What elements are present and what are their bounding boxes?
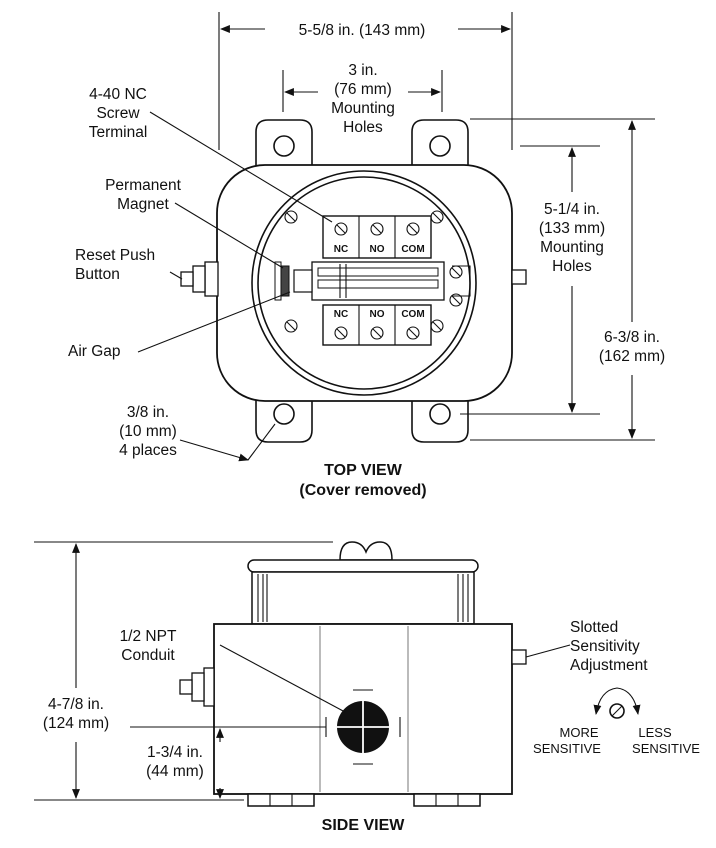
terminal-label: NO [370,244,385,255]
leader-screw-terminal [149,111,333,223]
label-reset-1: Reset Push [75,247,155,264]
permanent-magnet [280,265,290,297]
mounting-hole [429,135,451,157]
side-view: 1/2 NPT Conduit Slotted Sensitivity Adju… [34,541,700,834]
label-adjust-2: Sensitivity [570,638,640,655]
label-screw-terminal-1: 4-40 NC [89,86,147,103]
reset-button-side [203,667,215,707]
dim-mount-height-2: (133 mm) [539,220,605,237]
leader-holes [179,439,249,462]
label-screw-terminal-2: Screw [96,105,140,122]
mounting-ear [411,398,469,443]
dim-side-height-2: (124 mm) [43,715,109,732]
terminal-label: NO [370,309,385,320]
terminal-block-bottom: NC NO COM [322,304,432,346]
terminal-block-top: NC NO COM [322,215,432,259]
mounting-hole [273,403,295,425]
foot [413,793,481,807]
top-view-subtitle: (Cover removed) [299,482,426,499]
dim-overall-height-1: 6-3/8 in. [604,329,660,346]
label-more-1: MORE [560,725,599,740]
label-screw-terminal-3: Terminal [89,124,148,141]
dim-mount-height-4: Holes [552,258,592,275]
side-view-title: SIDE VIEW [322,817,406,834]
mounting-ear [255,119,313,170]
label-adjust-1: Slotted [570,619,618,636]
dim-mount-height-1: 5-1/4 in. [544,201,600,218]
top-view: 5-5/8 in. (143 mm) 3 in. (76 mm) Mountin… [68,12,665,499]
mounting-hole [273,135,295,157]
label-reset-2: Button [75,266,120,283]
dim-conduit-1: 1-3/4 in. [147,744,203,761]
top-view-title: TOP VIEW [324,462,403,479]
sensitivity-adjuster-side [511,649,527,665]
rotate-arrow-icon [593,687,641,715]
label-magnet-1: Permanent [105,177,182,194]
leader-adjust [525,644,571,658]
dim-overall-width: 5-5/8 in. (143 mm) [299,22,426,39]
cover-knob [339,541,393,561]
terminal-label: NC [334,244,348,255]
label-adjust-3: Adjustment [570,657,648,674]
cover-shading [257,574,469,622]
leader-holes-2 [247,423,276,461]
label-conduit-2: Conduit [121,647,175,664]
leader-conduit [219,644,346,713]
label-conduit-1: 1/2 NPT [120,628,177,645]
dim-mount-width-1: 3 in. [348,62,377,79]
label-less-1: LESS [638,725,672,740]
cover-lip [247,559,479,573]
switch-mechanism [274,261,471,301]
label-holes-1: 3/8 in. [127,404,169,421]
dim-mount-width-4: Holes [343,119,383,136]
dim-conduit-2: (44 mm) [146,763,204,780]
dim-mount-height-3: Mounting [540,239,604,256]
label-air-gap: Air Gap [68,343,121,360]
label-holes-3: 4 places [119,442,177,459]
dim-overall-height-2: (162 mm) [599,348,665,365]
sensitivity-adjuster [511,269,527,285]
terminal-label: NC [334,309,348,320]
reset-push-button [180,261,219,297]
terminal-label: COM [401,244,424,255]
dim-mount-width-3: Mounting [331,100,395,117]
dim-side-height-1: 4-7/8 in. [48,696,104,713]
foot [247,793,315,807]
label-less-2: SENSITIVE [632,741,700,756]
slot-screw-icon [611,705,623,717]
mounting-hole [429,403,451,425]
label-magnet-2: Magnet [117,196,169,213]
reset-button-side [179,679,193,695]
label-holes-2: (10 mm) [119,423,177,440]
dim-mount-width-2: (76 mm) [334,81,392,98]
leader-air-gap [137,291,291,353]
mounting-ear [255,398,313,443]
label-more-2: SENSITIVE [533,741,601,756]
leader-magnet [174,202,284,269]
housing-bore-outer [251,170,477,396]
mounting-ear [411,119,469,170]
cover [251,571,475,625]
reset-button-side [191,672,205,702]
terminal-label: COM [401,309,424,320]
leader-reset [169,271,183,280]
